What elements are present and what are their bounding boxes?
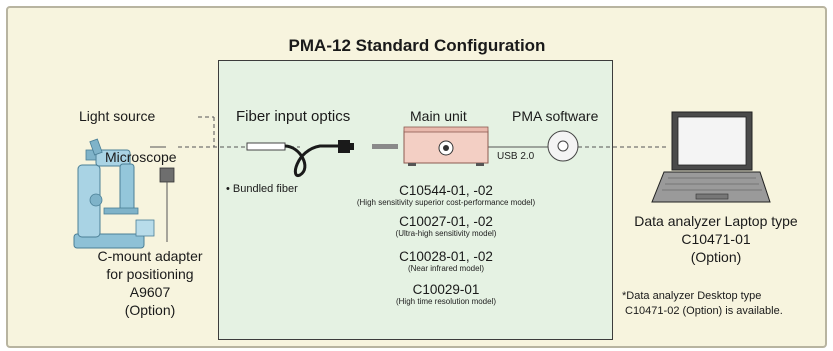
model-code: C10544-01, -02 [399,183,493,198]
diagram-title: PMA-12 Standard Configuration [288,36,546,55]
analyzer-label-line2: C10471-01 [681,231,751,247]
adapter-label-line2: for positioning [106,266,194,282]
bundled-fiber-label: • Bundled fiber [226,183,298,195]
desktop-note-line1: *Data analyzer Desktop type [622,290,762,302]
laptop-icon [651,111,771,203]
software-label: PMA software [512,108,599,124]
adapter-label-line3: A9607 [129,284,171,300]
model-desc: (High sensitivity superior cost-performa… [356,198,536,207]
analyzer-label-line3: (Option) [690,249,742,265]
fiber-optics-icon [246,140,354,177]
microscope-icon [73,138,155,249]
adapter-label-line1: C-mount adapter [97,248,203,264]
fiber-to-unit-connector [372,144,398,149]
usb-label: USB 2.0 [497,151,535,162]
adapter-label-line4: (Option) [124,302,176,318]
model-desc: (Near infrared model) [407,264,485,273]
main-unit-label: Main unit [410,108,467,124]
model-desc: (High time resolution model) [395,297,497,306]
desktop-note-line2: C10471-02 (Option) is available. [625,305,783,317]
system-panel [218,60,613,340]
model-desc: (Ultra-high sensitivity model) [395,229,497,238]
fiber-optics-label: Fiber input optics [236,108,351,125]
model-code: C10029-01 [412,282,480,297]
model-code: C10028-01, -02 [399,249,493,264]
software-disc-icon [547,130,579,162]
c-mount-adapter-icon [150,146,175,242]
model-code: C10027-01, -02 [399,214,493,229]
light-source-label: Light source [79,108,156,124]
main-unit-icon [403,126,489,166]
analyzer-label-line1: Data analyzer Laptop type [634,213,798,229]
microscope-label: Microscope [105,149,177,165]
